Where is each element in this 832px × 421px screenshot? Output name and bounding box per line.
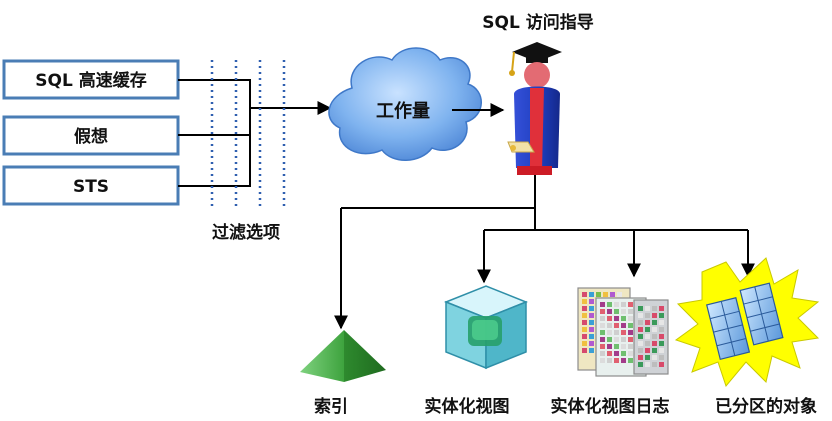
grid-sheets-icon xyxy=(577,287,669,377)
filter-options-label: 过滤选项 xyxy=(212,222,280,243)
source-box-hypothetical: 假想 xyxy=(2,115,180,156)
source-box-sql-cache: SQL 高速缓存 xyxy=(2,59,180,100)
output-label-index: 索引 xyxy=(314,396,348,417)
partitioned-tables-icon xyxy=(674,257,820,388)
source-label-hypothetical: 假想 xyxy=(74,126,108,147)
source-label-sql-cache: SQL 高速缓存 xyxy=(35,70,146,91)
advisor-graduate-icon xyxy=(507,42,562,175)
output-connectors xyxy=(334,175,755,330)
output-label-materialized-view-log: 实体化视图日志 xyxy=(551,396,670,417)
diagram-title: SQL 访问指导 xyxy=(482,12,593,33)
pyramid-icon xyxy=(300,330,386,382)
workload-label: 工作量 xyxy=(376,100,430,122)
source-connectors xyxy=(178,79,332,187)
filter-lines xyxy=(210,60,286,210)
cube-icon xyxy=(443,285,529,370)
output-label-materialized-view: 实体化视图 xyxy=(425,396,510,417)
source-label-sts: STS xyxy=(73,177,109,197)
workload-cloud-icon xyxy=(328,47,482,161)
source-box-sts: STS xyxy=(2,165,180,206)
output-label-partitioned-objects: 已分区的对象 xyxy=(715,396,817,417)
